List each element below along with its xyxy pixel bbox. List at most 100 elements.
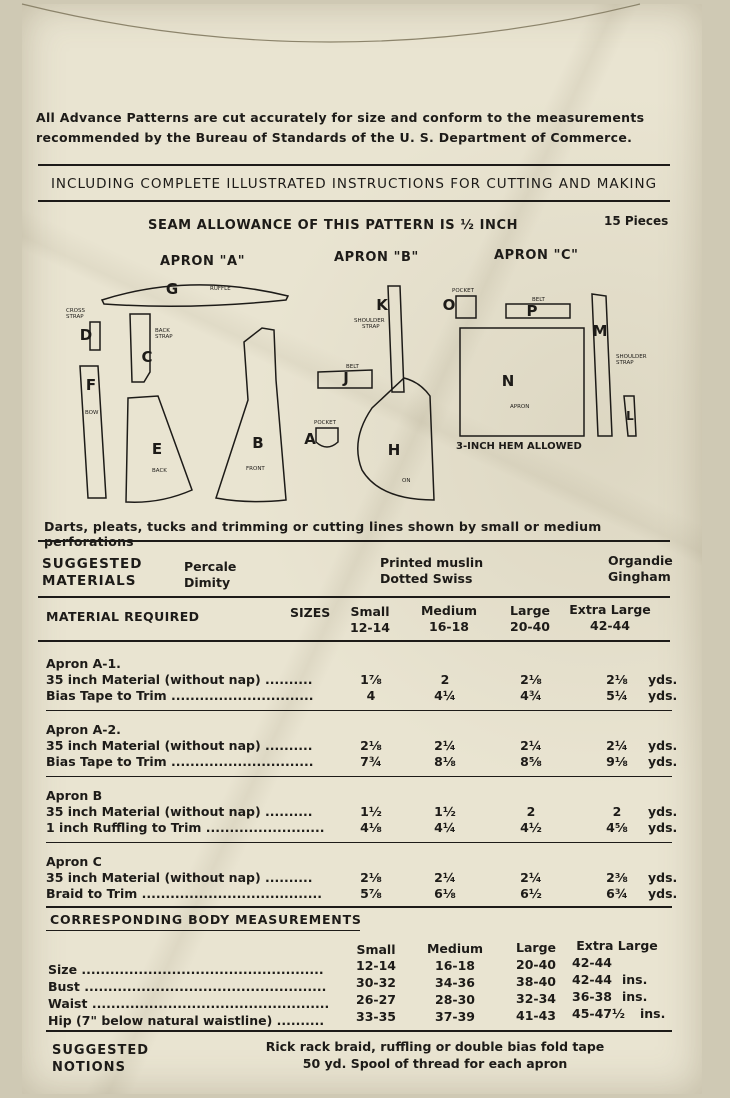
divider [38, 164, 670, 166]
row-label: Hip (7" below natural waistline) .......… [48, 1013, 325, 1028]
piece-c-back-strap [129, 313, 151, 383]
value-cell: 2⅜ [606, 870, 628, 885]
intro-text: All Advance Patterns are cut accurately … [36, 108, 666, 148]
divider [38, 640, 670, 642]
value-cell: 6½ [520, 886, 542, 901]
row-label: 35 inch Material (without nap) .........… [46, 870, 313, 885]
value-cell: 33-35 [356, 1009, 396, 1024]
piece-p-belt [505, 303, 571, 319]
materials-col-1: Percale Dimity [184, 559, 236, 591]
diagram-letter: A [304, 430, 316, 448]
notions-text: Rick rack braid, ruffling or double bias… [200, 1038, 670, 1072]
diagram-letter: N [502, 372, 515, 390]
diagram-letter: P [527, 302, 538, 320]
notions-title-line-2: NOTIONS [52, 1060, 126, 1075]
diagram-label: BACK [155, 328, 170, 334]
perforation-note: Darts, pleats, tucks and trimming or cut… [44, 519, 602, 549]
diagram-label: POCKET [314, 420, 337, 426]
body-measurements-title: CORRESPONDING BODY MEASUREMENTS [50, 912, 362, 927]
diagram-letter: L [626, 409, 634, 423]
size-name: Large [510, 603, 550, 618]
row-label: 35 inch Material (without nap) .........… [46, 672, 313, 687]
value-cell: 20-40 [516, 957, 556, 972]
value-cell: 5⅞ [360, 886, 382, 901]
diagram-label: STRAP [616, 360, 634, 366]
material-item: Dotted Swiss [380, 571, 473, 586]
piece-b-front [215, 327, 287, 503]
sizes-label: SIZES [290, 605, 331, 620]
value-cell: 2⅛ [360, 738, 382, 753]
row-label: Bias Tape to Trim ......................… [46, 754, 314, 769]
value-cell: 9⅛ [606, 754, 628, 769]
body-header: Small [356, 942, 396, 957]
diagram-label: RUFFLE [210, 286, 231, 292]
divider [46, 776, 672, 777]
group-title: Apron A-2. [46, 722, 121, 737]
diagram-label: BACK [152, 468, 167, 474]
diagram-label: CROSS [66, 308, 85, 314]
diagram-label: BELT [346, 364, 360, 370]
value-cell: 16-18 [435, 958, 475, 973]
materials-title-line-1: SUGGESTED [42, 556, 143, 572]
value-cell: 2¼ [434, 870, 456, 885]
size-header-extra-large: Extra Large 42-44 [564, 602, 656, 634]
value-cell: 36-38 [572, 989, 612, 1004]
value-cell: 42-44 [572, 955, 612, 970]
unit-label: ins. [622, 989, 648, 1004]
diagram-label: STRAP [66, 314, 84, 320]
value-cell: 1½ [360, 804, 382, 819]
value-cell: 28-30 [435, 992, 475, 1007]
value-cell: 4¼ [434, 688, 456, 703]
diagram-letter: K [376, 296, 389, 314]
divider [46, 842, 672, 843]
diagram-label: STRAP [362, 324, 380, 330]
piece-j-belt [317, 369, 373, 389]
piece-a-pocket [315, 427, 339, 448]
divider [38, 200, 670, 202]
group-title: Apron B [46, 788, 103, 803]
value-cell: 2⅛ [606, 672, 628, 687]
notions-line-2: 50 yd. Spool of thread for each apron [302, 1056, 568, 1071]
unit-label: yds. [648, 886, 678, 901]
value-cell: 2 [612, 804, 622, 819]
row-label: Waist ..................................… [48, 996, 330, 1011]
piece-h-skirt [357, 377, 435, 501]
notions-title-line-1: SUGGESTED [52, 1043, 150, 1058]
group-title: Apron C [46, 854, 102, 869]
material-item: Percale [184, 559, 237, 574]
size-range: 20-40 [510, 619, 550, 634]
piece-g-ruffle [100, 284, 290, 307]
diagram-letter: C [141, 348, 152, 366]
materials-col-2: Printed muslin Dotted Swiss [380, 555, 483, 587]
value-cell: 34-36 [435, 975, 475, 990]
value-cell: 2 [526, 804, 536, 819]
hem-note: 3-INCH HEM ALLOWED [456, 441, 582, 452]
value-cell: 8⅝ [520, 754, 542, 769]
value-cell: 41-43 [516, 1008, 556, 1023]
size-range: 16-18 [429, 619, 469, 634]
unit-label: yds. [648, 820, 678, 835]
diagram-letter: O [443, 296, 456, 314]
size-header-small: Small 12-14 [340, 604, 400, 636]
row-label: Bias Tape to Trim ......................… [46, 688, 314, 703]
diagram-label: SHOULDER [616, 354, 647, 360]
value-cell: 1½ [434, 804, 456, 819]
size-range: 12-14 [350, 620, 390, 635]
size-name: Extra Large [569, 602, 651, 617]
divider [46, 930, 360, 931]
value-cell: 38-40 [516, 974, 556, 989]
divider [46, 1030, 672, 1032]
divider [46, 906, 672, 908]
diagram-letter: E [152, 440, 162, 458]
value-cell: 6¾ [606, 886, 628, 901]
piece-d-cross-strap [89, 321, 101, 351]
materials-title-line-2: MATERIALS [42, 573, 137, 589]
material-item: Printed muslin [380, 555, 484, 570]
value-cell: 4½ [520, 820, 542, 835]
value-cell: 45-47½ [572, 1006, 625, 1021]
suggested-notions-title: SUGGESTED NOTIONS [52, 1042, 149, 1076]
diagram-letter: B [252, 434, 263, 452]
diagram-letter: M [593, 322, 608, 340]
piece-o-pocket [455, 295, 477, 319]
body-header: Large [516, 940, 556, 955]
